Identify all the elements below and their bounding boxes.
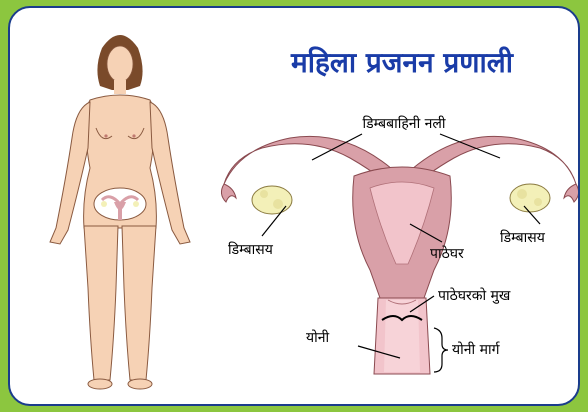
vaginal-canal-brace xyxy=(434,328,448,372)
uterus-diagram xyxy=(221,136,578,374)
ovary-right xyxy=(510,184,550,212)
label-cervix: पाठेघरको मुख xyxy=(438,287,511,304)
label-vagina: योनी xyxy=(306,329,330,346)
right-leg xyxy=(122,226,156,380)
ovary-left xyxy=(252,186,292,214)
diagram-frame: महिला प्रजनन प्रणाली xyxy=(8,6,580,406)
label-uterus: पाठेघर xyxy=(430,245,464,262)
label-ovary-left: डिम्बासय xyxy=(228,241,274,258)
face xyxy=(107,46,133,82)
female-figure xyxy=(50,35,190,389)
left-leg xyxy=(84,226,118,380)
label-ovary-right: डिम्बासय xyxy=(500,229,546,246)
page-title: महिला प्रजनन प्रणाली xyxy=(290,46,515,79)
reproductive-system-diagram: महिला प्रजनन प्रणाली xyxy=(10,8,578,404)
label-vaginal-canal: योनी मार्ग xyxy=(452,341,501,358)
label-fallopian-tube: डिम्बबाहिनी नली xyxy=(362,115,445,132)
